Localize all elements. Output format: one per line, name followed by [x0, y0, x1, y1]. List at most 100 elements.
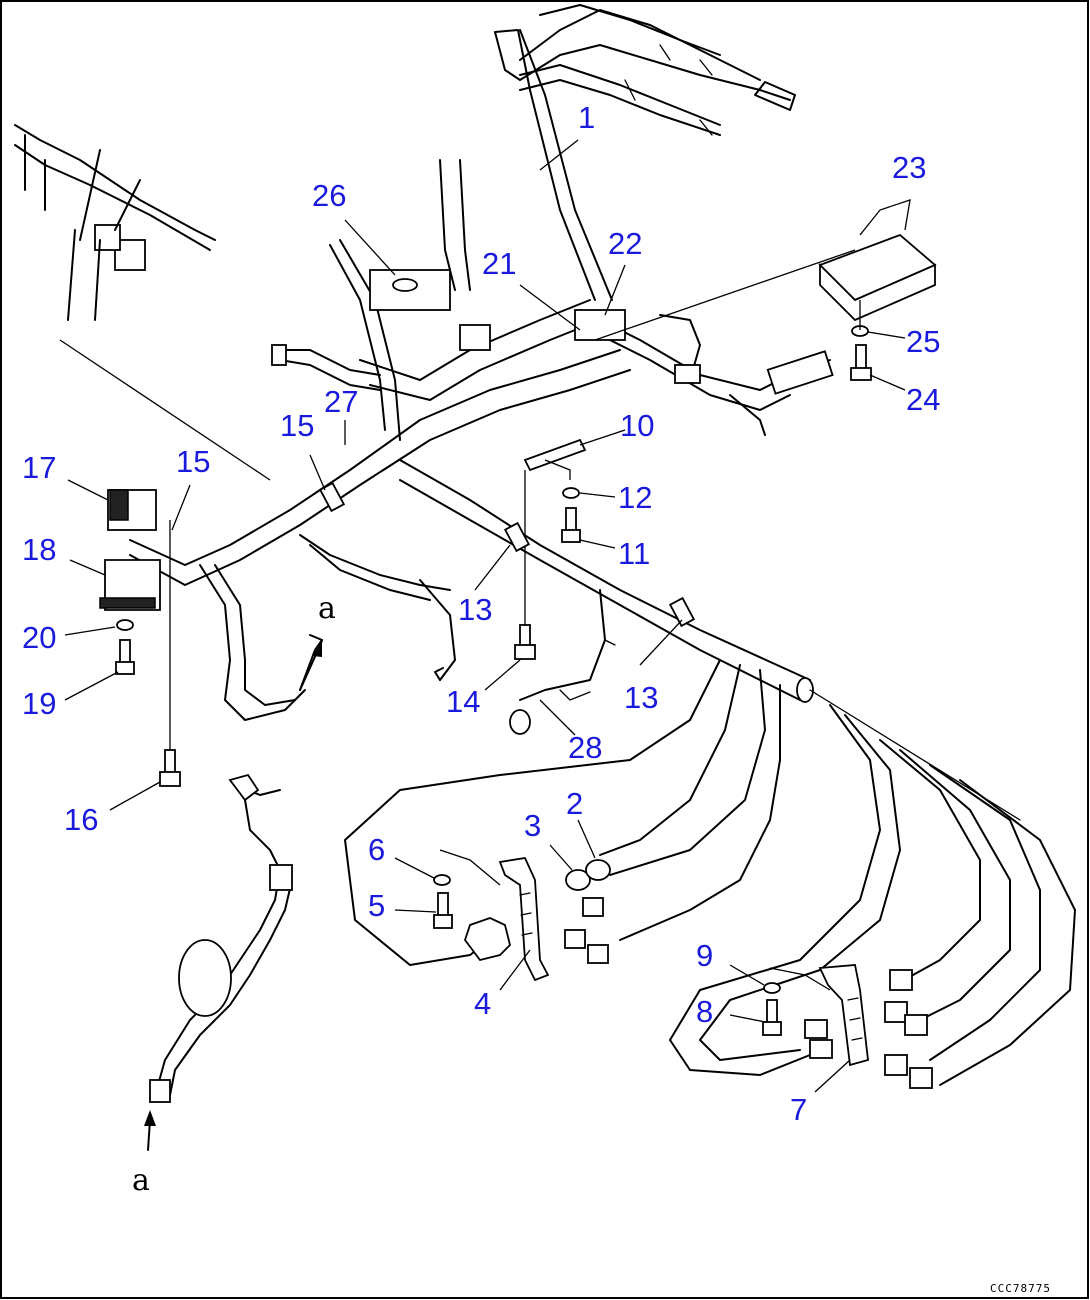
bolt-24-head: [850, 367, 872, 381]
washer-6: [433, 874, 451, 886]
bolt-16-head: [159, 771, 181, 787]
plate-18-bar: [99, 597, 156, 609]
conn-lr-8: [909, 1067, 933, 1089]
connector-left-stub: [271, 344, 287, 366]
leader-4: [499, 949, 531, 991]
callout-26: 26: [312, 178, 346, 213]
bracket-26-hole: [392, 278, 418, 292]
band-15a: [318, 481, 346, 513]
leader-10-12: [544, 459, 571, 480]
arrow-a-upper-head: [312, 642, 322, 657]
ref-letter-a-lower: a: [132, 1163, 150, 1198]
callout-labels: 1 2 3 4 5 6 7 8 9 10 11 12 13 13 14 15 1…: [22, 100, 940, 1127]
bolt-19-head: [115, 661, 135, 675]
detail-a-connector: [269, 864, 293, 891]
leader-8: [729, 1014, 766, 1023]
ref-letter-a-upper: a: [318, 591, 336, 626]
clamp-10: [523, 438, 587, 472]
callout-25: 25: [906, 324, 940, 359]
clamp-21: [459, 324, 491, 351]
leader-28: [539, 699, 576, 736]
callout-6: 6: [368, 832, 385, 867]
conn-lr-1: [582, 897, 604, 917]
bolt-5-head: [433, 914, 453, 929]
callout-27: 27: [324, 384, 358, 419]
sensor-plug-top: [674, 364, 701, 384]
callout-15a: 15: [280, 408, 314, 443]
leader-20: [64, 626, 116, 636]
leader-23: [859, 199, 911, 236]
clip-3: [565, 869, 591, 891]
callout-14: 14: [446, 684, 480, 719]
leader-11: [579, 539, 616, 549]
callout-4: 4: [474, 986, 491, 1021]
callout-28: 28: [568, 730, 602, 765]
leader-13b: [639, 619, 683, 666]
callout-7: 7: [790, 1092, 807, 1127]
harness-drawing: [14, 4, 1076, 1103]
callout-19: 19: [22, 686, 56, 721]
callout-1: 1: [578, 100, 595, 135]
conn-lr-2: [564, 929, 586, 949]
detail-a-clip: [149, 1079, 171, 1103]
conn-lr-6: [904, 1014, 928, 1036]
callout-12: 12: [618, 480, 652, 515]
leader-2: [577, 819, 596, 859]
callout-21: 21: [482, 246, 516, 281]
leader-12: [579, 492, 616, 498]
bracket-7: [818, 964, 869, 1067]
bolt-14: [519, 624, 531, 648]
leader-18: [69, 559, 106, 576]
coil-loop: [178, 939, 232, 1017]
leader-14: [484, 659, 521, 691]
callout-20: 20: [22, 620, 56, 655]
leader-13a: [474, 544, 511, 591]
bracket-26: [369, 269, 451, 311]
bracket-4: [498, 857, 550, 982]
conn-lr-7: [884, 1054, 908, 1076]
leader-24: [869, 374, 906, 391]
callout-5: 5: [368, 888, 385, 923]
detail-a-terminal: [228, 773, 260, 802]
leader-15a: [309, 454, 326, 491]
leader-17: [67, 479, 109, 501]
arrow-a-lower-head: [144, 1110, 156, 1126]
leader-22: [604, 264, 626, 316]
washer-12: [562, 487, 580, 499]
callout-8: 8: [696, 994, 713, 1029]
conn-lr-5: [884, 1001, 908, 1023]
washer-20: [116, 619, 134, 631]
leader-25: [867, 331, 906, 339]
leader-15b: [171, 484, 191, 531]
leader-6-bracket: [439, 849, 501, 886]
bolt-11-head: [561, 529, 581, 543]
grommet: [463, 917, 511, 962]
leader-1: [539, 139, 579, 171]
callout-16: 16: [64, 802, 98, 837]
clip-2: [585, 859, 611, 881]
bolt-8-head: [762, 1021, 782, 1036]
callout-10: 10: [620, 408, 654, 443]
leader-9: [729, 964, 765, 986]
conn-lr-3: [587, 944, 609, 964]
band-13b: [668, 596, 696, 628]
leader-6: [394, 857, 435, 879]
bolt-24: [855, 344, 867, 371]
sensor-plug: [766, 350, 834, 395]
leader-23-cover: [594, 249, 856, 341]
leader-21: [519, 284, 581, 331]
leader-9-bracket: [769, 967, 831, 991]
leader-7: [814, 1059, 851, 1093]
band-13a: [503, 521, 531, 553]
plug-28: [509, 709, 531, 735]
washer-9: [763, 982, 781, 994]
callout-13b: 13: [624, 680, 658, 715]
callout-11: 11: [618, 536, 650, 571]
leader-16: [109, 781, 161, 811]
callout-18: 18: [22, 532, 56, 567]
clamp-17-dark: [109, 489, 129, 521]
harness-end-cap: [796, 677, 814, 703]
conn-lr-9: [804, 1019, 828, 1039]
leader-3: [549, 844, 573, 871]
